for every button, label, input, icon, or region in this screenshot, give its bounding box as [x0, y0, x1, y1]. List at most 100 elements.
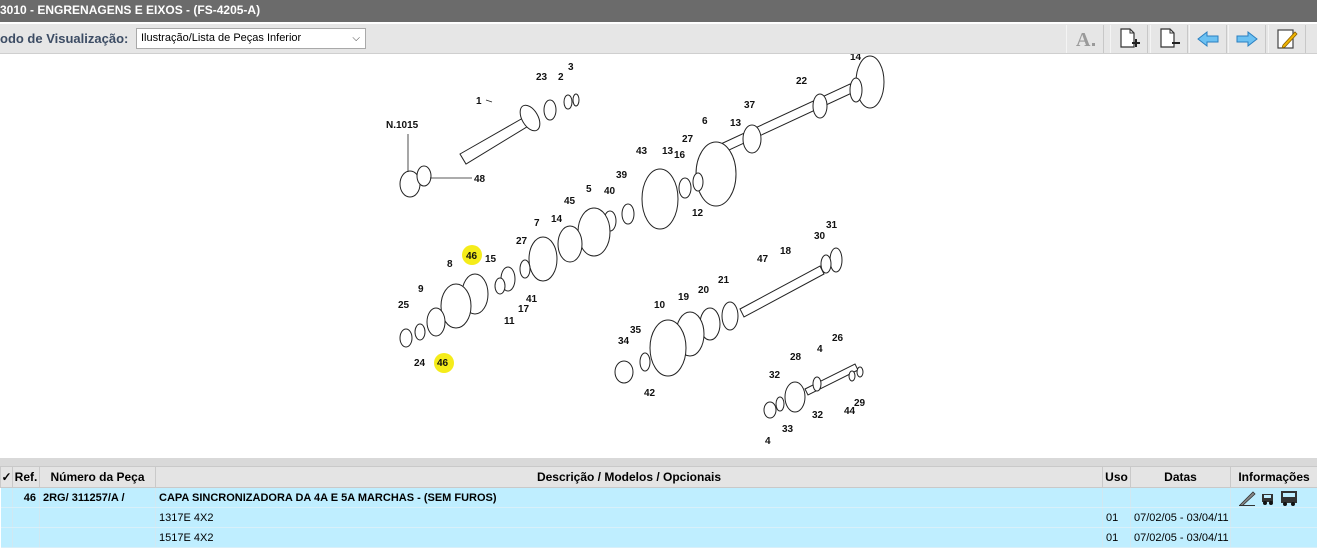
bus-icon[interactable] — [1280, 490, 1298, 506]
callout-25[interactable]: 25 — [398, 300, 410, 311]
callout-12[interactable]: 12 — [692, 208, 704, 219]
callout-37[interactable]: 37 — [744, 100, 756, 111]
reverse-idler-group — [763, 363, 864, 419]
callout-43[interactable]: 43 — [636, 146, 648, 157]
parts-table: ✓ Ref. Número da Peça Descrição / Modelo… — [0, 466, 1317, 548]
callout-46-top[interactable]: 46 — [466, 251, 478, 262]
model-cell: 1517E 4X2 — [155, 527, 1103, 548]
table-row[interactable]: 46 2RG/ 311257/A / CAPA SINCRONIZADORA D… — [0, 487, 1317, 508]
chevron-down-icon: ⌵ — [352, 33, 360, 44]
input-shaft-group — [399, 93, 580, 198]
callout-n1015[interactable]: N.1015 — [386, 120, 419, 131]
dates-cell: 07/02/05 - 03/04/11 — [1130, 527, 1231, 548]
callout-47[interactable]: 47 — [757, 254, 769, 265]
callout-44[interactable]: 44 — [844, 406, 856, 417]
callout-27-b[interactable]: 27 — [516, 236, 528, 247]
arrow-right-icon — [1236, 30, 1258, 48]
callout-45[interactable]: 45 — [564, 196, 576, 207]
column-header-part-number[interactable]: Número da Peça — [39, 466, 156, 488]
callout-1[interactable]: 1 — [476, 96, 482, 107]
callout-31[interactable]: 31 — [826, 220, 838, 231]
column-header-usage[interactable]: Uso — [1102, 466, 1131, 488]
callout-32-b[interactable]: 32 — [812, 410, 824, 421]
callout-15[interactable]: 15 — [485, 254, 497, 265]
column-header-info[interactable]: Informações — [1230, 466, 1317, 488]
callout-4-b[interactable]: 4 — [765, 436, 771, 447]
callout-18[interactable]: 18 — [780, 246, 792, 257]
part-number-cell: 2RG/ 311257/A / — [39, 487, 156, 508]
page-add-icon — [1120, 28, 1140, 48]
page-remove-icon — [1160, 28, 1180, 48]
info-cell — [1230, 507, 1317, 528]
callout-9[interactable]: 9 — [418, 284, 424, 295]
row-check-cell[interactable] — [0, 507, 13, 528]
callout-5[interactable]: 5 — [586, 184, 592, 195]
callout-28[interactable]: 28 — [790, 352, 802, 363]
column-header-ref[interactable]: Ref. — [12, 466, 40, 488]
row-check-cell[interactable] — [0, 487, 13, 508]
highlight-marker-46-top — [462, 245, 482, 265]
edit-icon[interactable] — [1238, 490, 1256, 506]
callout-19[interactable]: 19 — [678, 292, 690, 303]
callout-6[interactable]: 6 — [702, 116, 708, 127]
ref-cell: 46 — [12, 487, 40, 508]
ref-cell — [12, 507, 40, 528]
truck-icon[interactable] — [1260, 490, 1276, 506]
callout-17[interactable]: 17 — [518, 304, 530, 315]
callout-26[interactable]: 26 — [832, 333, 844, 344]
callout-24[interactable]: 24 — [414, 358, 426, 369]
callout-11[interactable]: 11 — [504, 316, 515, 327]
usage-cell: 01 — [1102, 527, 1131, 548]
previous-button[interactable] — [1189, 25, 1227, 53]
callout-35[interactable]: 35 — [630, 325, 642, 336]
callout-29[interactable]: 29 — [854, 398, 866, 409]
callout-22[interactable]: 22 — [796, 76, 808, 87]
part-number-cell — [39, 507, 156, 528]
column-header-check[interactable]: ✓ — [0, 466, 13, 488]
svg-text:A: A — [1076, 29, 1091, 50]
callout-14-top[interactable]: 14 — [850, 52, 862, 63]
grid-splitter[interactable] — [0, 458, 1317, 466]
callout-13-a[interactable]: 13 — [730, 118, 742, 129]
usage-cell: 01 — [1102, 507, 1131, 528]
callout-10[interactable]: 10 — [654, 300, 666, 311]
callout-2[interactable]: 2 — [558, 72, 564, 83]
callout-39[interactable]: 39 — [616, 170, 628, 181]
row-check-cell[interactable] — [0, 527, 13, 548]
callout-32-a[interactable]: 32 — [769, 370, 781, 381]
callout-46-bottom[interactable]: 46 — [437, 358, 449, 369]
callout-4-a[interactable]: 4 — [817, 344, 823, 355]
callout-48[interactable]: 48 — [474, 174, 486, 185]
callout-34[interactable]: 34 — [618, 336, 630, 347]
callout-21[interactable]: 21 — [718, 275, 730, 286]
edit-note-button[interactable] — [1268, 25, 1306, 53]
column-header-description[interactable]: Descrição / Modelos / Opcionais — [155, 466, 1103, 488]
callout-41[interactable]: 41 — [526, 294, 538, 305]
callout-8[interactable]: 8 — [447, 259, 453, 270]
next-button[interactable] — [1228, 25, 1266, 53]
font-size-button[interactable]: A — [1066, 25, 1104, 53]
callout-16[interactable]: 16 — [674, 150, 686, 161]
table-row[interactable]: 1317E 4X2 01 07/02/05 - 03/04/11 — [0, 507, 1317, 528]
callout-42[interactable]: 42 — [644, 388, 656, 399]
main-shaft-group — [399, 55, 885, 348]
column-header-dates[interactable]: Datas — [1130, 466, 1231, 488]
callout-27-a[interactable]: 27 — [682, 134, 694, 145]
callout-3[interactable]: 3 — [568, 62, 574, 73]
view-mode-select[interactable]: Ilustração/Lista de Peças Inferior ⌵ — [136, 28, 366, 49]
page-add-button[interactable] — [1110, 25, 1148, 53]
callout-30[interactable]: 30 — [814, 231, 826, 242]
callout-7[interactable]: 7 — [534, 218, 540, 229]
callout-20[interactable]: 20 — [698, 285, 710, 296]
callout-13-b[interactable]: 13 — [662, 146, 674, 157]
callout-33[interactable]: 33 — [782, 424, 794, 435]
callout-14-b[interactable]: 14 — [551, 214, 563, 225]
exploded-parts-diagram: N.1015 1 23 2 3 48 14 22 37 13 6 27 16 1… — [380, 52, 920, 454]
view-mode-select-value: Ilustração/Lista de Peças Inferior — [141, 32, 302, 44]
page-remove-button[interactable] — [1150, 25, 1188, 53]
description-cell: CAPA SINCRONIZADORA DA 4A E 5A MARCHAS -… — [155, 487, 1103, 508]
window-title-bar: 3010 - ENGRENAGENS E EIXOS - (FS-4205-A) — [0, 0, 1317, 22]
callout-23[interactable]: 23 — [536, 72, 548, 83]
table-row[interactable]: 1517E 4X2 01 07/02/05 - 03/04/11 — [0, 527, 1317, 548]
callout-40[interactable]: 40 — [604, 186, 616, 197]
